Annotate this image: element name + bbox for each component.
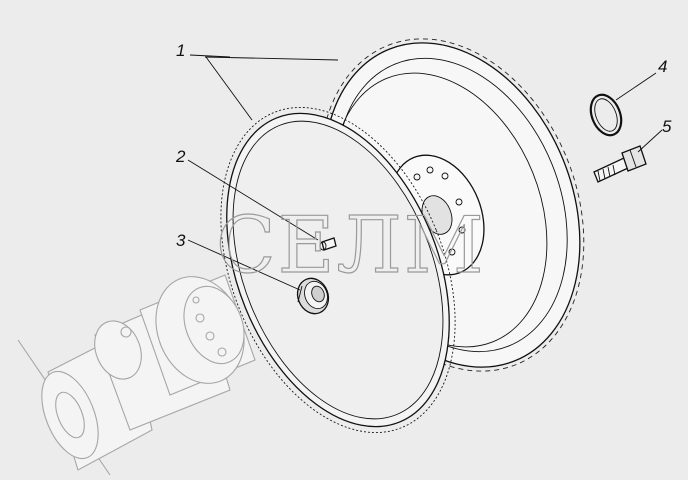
callout-1: 1: [176, 41, 185, 60]
leader-lines: [187, 54, 663, 291]
lock-ring: [589, 93, 623, 137]
callout-4: 4: [658, 57, 667, 76]
flywheel-bolt: [593, 145, 647, 183]
callout-2: 2: [175, 147, 186, 166]
watermark: СЕЛМ: [216, 201, 486, 291]
dowel-pin: [319, 237, 337, 251]
bearing: [296, 277, 330, 315]
ring-gear: [220, 107, 456, 433]
callout-5: 5: [662, 117, 672, 136]
callout-3: 3: [176, 231, 186, 250]
crankshaft-ghost: [17, 274, 256, 476]
